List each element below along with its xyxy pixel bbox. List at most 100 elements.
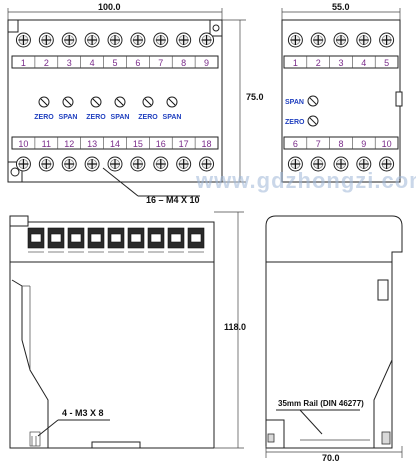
screw-icon	[310, 156, 326, 172]
front-bottom-terminal-strip	[11, 136, 219, 150]
side-screw-slot	[29, 431, 41, 447]
screw-icon	[61, 156, 77, 172]
screw-icon	[310, 32, 326, 48]
screw-icon	[356, 32, 372, 48]
terminal-label-top: 4	[90, 58, 95, 68]
screw-icon	[199, 32, 215, 48]
terminal-label-bottom: 15	[133, 139, 143, 149]
side-screw-callout-leader	[37, 419, 59, 437]
small-terminal-label-bottom: 6	[293, 139, 298, 149]
screw-icon	[176, 156, 192, 172]
small-bottom-terminal-strip	[283, 136, 399, 150]
small-width-label: 55.0	[332, 2, 350, 12]
small-terminal-label-bottom: 10	[382, 139, 392, 149]
terminal-label-bottom: 10	[18, 139, 28, 149]
side-height-label: 118.0	[224, 322, 246, 332]
terminal-label-top: 2	[44, 58, 49, 68]
terminal-block-icon	[167, 227, 185, 253]
terminal-label-top: 8	[181, 58, 186, 68]
zero-label: ZERO	[138, 114, 158, 121]
screw-icon	[38, 156, 54, 172]
screw-icon	[107, 156, 123, 172]
height-label: 75.0	[246, 92, 264, 102]
span-label: SPAN	[111, 114, 130, 121]
terminal-label-bottom: 13	[87, 139, 97, 149]
screw-icon	[287, 32, 303, 48]
terminal-block-icon	[127, 227, 145, 253]
small-terminal-label-bottom: 8	[338, 139, 343, 149]
front-bottom-screw-row	[15, 156, 215, 172]
adjuster-pair: ZERO SPAN	[86, 96, 130, 121]
small-span-label: SPAN	[285, 99, 304, 106]
terminal-label-top: 1	[21, 58, 26, 68]
end-right-foot	[381, 431, 391, 445]
screw-icon	[287, 156, 303, 172]
terminal-label-bottom: 16	[156, 139, 166, 149]
terminal-block-icon	[87, 227, 105, 253]
screw-icon	[379, 156, 395, 172]
screw-icon	[333, 32, 349, 48]
screw-icon	[15, 156, 31, 172]
small-bottom-screw-row	[287, 156, 395, 172]
end-rail-clip	[265, 419, 285, 449]
terminal-label-bottom: 18	[202, 139, 212, 149]
small-span-trimmer-slot	[309, 97, 317, 105]
rail-callout-leader	[299, 409, 323, 435]
small-terminal-label-bottom: 7	[316, 139, 321, 149]
small-top-terminal-labels: 1 2 3 4 5	[293, 56, 389, 68]
watermark: www.gdzhongzi.com	[195, 168, 416, 193]
side-left-profile	[9, 262, 49, 449]
small-terminal-label-top: 3	[338, 58, 343, 68]
screw-icon	[38, 32, 54, 48]
terminal-block-icon	[187, 227, 205, 253]
front-top-screw-row	[15, 32, 215, 48]
mount-tab-top-left	[7, 19, 19, 33]
small-terminal-label-bottom: 9	[361, 139, 366, 149]
side-view: 118.0 4 - M3 X 8	[9, 211, 246, 449]
terminal-label-top: 7	[158, 58, 163, 68]
small-terminal-label-top: 4	[361, 58, 366, 68]
terminal-block-icon	[47, 227, 65, 253]
end-view: 35mm Rail (DIN 46277) 70.0	[265, 215, 403, 462]
terminal-block-icon	[67, 227, 85, 253]
small-side-clip	[395, 91, 403, 107]
screw-icon	[107, 32, 123, 48]
screw-icon	[130, 32, 146, 48]
small-zero-trimmer-slot	[309, 117, 317, 125]
screw-icon	[176, 32, 192, 48]
end-body	[265, 215, 403, 449]
terminal-label-bottom: 12	[64, 139, 74, 149]
small-terminal-label-top: 1	[293, 58, 298, 68]
side-screw-callout: 4 - M3 X 8	[62, 408, 104, 418]
small-zero-trimmer-icon	[307, 115, 319, 127]
screw-icon	[153, 32, 169, 48]
small-terminal-label-top: 2	[316, 58, 321, 68]
terminal-label-top: 5	[112, 58, 117, 68]
end-width-label: 70.0	[322, 453, 340, 462]
terminal-block-icon	[27, 227, 45, 253]
screw-icon	[379, 32, 395, 48]
small-front-view: 55.0 1 2 3 4 5 SPAN ZERO 6 7 8 9 10	[281, 2, 403, 183]
small-bottom-terminal-labels: 6 7 8 9 10	[293, 137, 392, 149]
width-label: 100.0	[98, 2, 121, 12]
zero-label: ZERO	[86, 114, 106, 121]
terminal-label-bottom: 14	[110, 139, 120, 149]
screw-icon	[15, 32, 31, 48]
small-zero-label: ZERO	[285, 119, 305, 126]
small-terminal-label-top: 5	[384, 58, 389, 68]
small-span-trimmer-icon	[307, 95, 319, 107]
end-right-profile	[373, 359, 393, 448]
small-top-screw-row	[287, 32, 395, 48]
mount-hole-bottom-left	[10, 167, 20, 177]
mount-hole-top-right	[212, 24, 220, 32]
side-top-tab	[9, 215, 29, 227]
end-side-latch	[377, 279, 389, 301]
screw-icon	[333, 156, 349, 172]
